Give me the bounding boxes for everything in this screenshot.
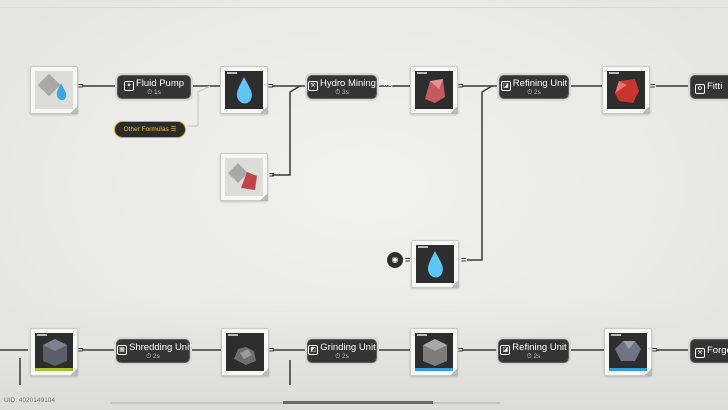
- card-ore-source[interactable]: [220, 153, 268, 201]
- machine-time: ⏱ 2s: [146, 353, 160, 360]
- equals-sign: =: [650, 81, 656, 91]
- card-corner: [451, 280, 459, 288]
- equals-sign: =: [652, 345, 658, 355]
- card-corner: [260, 193, 268, 201]
- card-tag: [417, 72, 427, 74]
- machine-icon: ◪: [500, 81, 511, 91]
- machine-name: ◪Refining Unit: [500, 78, 568, 91]
- card-corner: [261, 368, 269, 376]
- machine-label: Refining Unit: [512, 342, 567, 353]
- card-tag: [417, 334, 427, 336]
- card-ore-block[interactable]: [30, 328, 78, 376]
- machine-icon: ◪: [500, 345, 511, 355]
- machine-icon: ▦: [117, 345, 127, 355]
- card-tag: [227, 72, 237, 74]
- equals-sign: =: [78, 81, 84, 91]
- eye-icon[interactable]: ◉: [387, 252, 403, 268]
- water-drop-icon: [416, 245, 454, 283]
- card-corner: [642, 106, 650, 114]
- machine-icon: ✦: [123, 81, 134, 91]
- ore-icon: [415, 71, 453, 109]
- card-corner: [450, 106, 458, 114]
- uid-label: UID: 4020149104: [4, 397, 55, 404]
- scrollbar-thumb[interactable]: [283, 401, 433, 404]
- other-formulas-label: Other Formulas: [123, 126, 169, 133]
- machine-time: ⏱ 2s: [526, 353, 541, 360]
- machine-name: ◪Refining Unit: [499, 342, 568, 355]
- equals-sign: =: [269, 170, 275, 180]
- card-tag: [418, 246, 428, 248]
- card-corner: [644, 368, 652, 376]
- card-ore[interactable]: [410, 66, 458, 114]
- card-refined-block[interactable]: [604, 328, 652, 376]
- machine-shredding-unit[interactable]: ▦Shredding Unit ⏱ 2s: [116, 339, 192, 363]
- ore-block-icon: [35, 333, 73, 371]
- machine-time: ⏱ 1s: [147, 89, 161, 96]
- machine-grinding-unit[interactable]: ◩Grinding Unit ⏱ 2s: [307, 339, 377, 363]
- card-water[interactable]: [220, 66, 268, 114]
- top-divider: [0, 7, 728, 8]
- card-tag: [609, 72, 619, 74]
- machine-label: Grinding Unit: [320, 342, 376, 353]
- equals-sign: =: [458, 81, 464, 91]
- shredded-material-icon: [226, 333, 264, 371]
- equals-sign: =: [269, 345, 275, 355]
- equals-sign: =: [78, 345, 84, 355]
- machine-name: ◩Grinding Unit: [308, 342, 376, 355]
- machine-icon: ⚒: [695, 348, 705, 358]
- machine-time: ⏱ 3s: [335, 89, 349, 96]
- refined-ore-icon: [607, 71, 645, 109]
- other-formulas-button[interactable]: Other Formulas ☰: [114, 121, 186, 138]
- machine-refining-unit-bottom[interactable]: ◪Refining Unit ⏱ 2s: [498, 339, 569, 363]
- card-refined-ore[interactable]: [602, 66, 650, 114]
- refined-block-icon: [609, 333, 647, 371]
- ore-icon: [225, 158, 263, 196]
- machine-label: Fitti: [707, 81, 723, 92]
- machine-label: Hydro Mining Rig: [320, 78, 393, 89]
- machine-label: Fluid Pump: [135, 78, 185, 89]
- machine-icon: ◩: [308, 345, 319, 355]
- powder-cube-icon: [415, 333, 453, 371]
- machine-label: Refining Unit: [512, 78, 568, 89]
- equals-sign: =: [268, 81, 274, 91]
- equals-sign: =: [461, 255, 467, 265]
- machine-label: Shredding Unit: [129, 342, 192, 353]
- machine-hydro-mining-rig[interactable]: ⚒Hydro Mining Rig ⏱ 3s: [307, 75, 393, 99]
- machine-icon: ⚒: [308, 81, 318, 91]
- formula-list-icon: ☰: [170, 126, 177, 133]
- machine-name: ⚒Hydro Mining Rig: [308, 78, 393, 91]
- card-shredded[interactable]: [221, 328, 269, 376]
- card-corner: [70, 368, 78, 376]
- machine-name: ✦Fluid Pump: [118, 78, 190, 91]
- equals-sign: =: [405, 255, 411, 265]
- equals-sign: =: [458, 345, 464, 355]
- machine-time: ⏱ 2s: [527, 89, 541, 96]
- machine-fluid-pump[interactable]: ✦Fluid Pump ⏱ 1s: [117, 75, 191, 99]
- card-tag: [228, 334, 238, 336]
- card-corner: [450, 368, 458, 376]
- machine-name: ▦Shredding Unit: [117, 342, 192, 355]
- machine-icon: ⚙: [695, 84, 705, 94]
- machine-forge-unit[interactable]: ⚒Forge: [690, 339, 728, 363]
- card-water-byproduct[interactable]: [411, 240, 459, 288]
- machine-refining-unit-top[interactable]: ◪Refining Unit ⏱ 2s: [499, 75, 569, 99]
- card-corner: [260, 106, 268, 114]
- water-drop-icon: [225, 71, 263, 109]
- machine-time: ⏱ 2s: [335, 353, 349, 360]
- fluid-icon: [35, 71, 73, 109]
- machine-name: ⚙Fitti: [691, 81, 728, 94]
- card-corner: [70, 106, 78, 114]
- machine-name: ⚒Forge: [691, 345, 728, 358]
- machine-fitting-unit[interactable]: ⚙Fitti: [690, 75, 728, 99]
- card-tag: [37, 334, 47, 336]
- card-powder[interactable]: [410, 328, 458, 376]
- card-tag: [611, 334, 621, 336]
- machine-label: Forge: [707, 345, 728, 356]
- card-fluid-source[interactable]: [30, 66, 78, 114]
